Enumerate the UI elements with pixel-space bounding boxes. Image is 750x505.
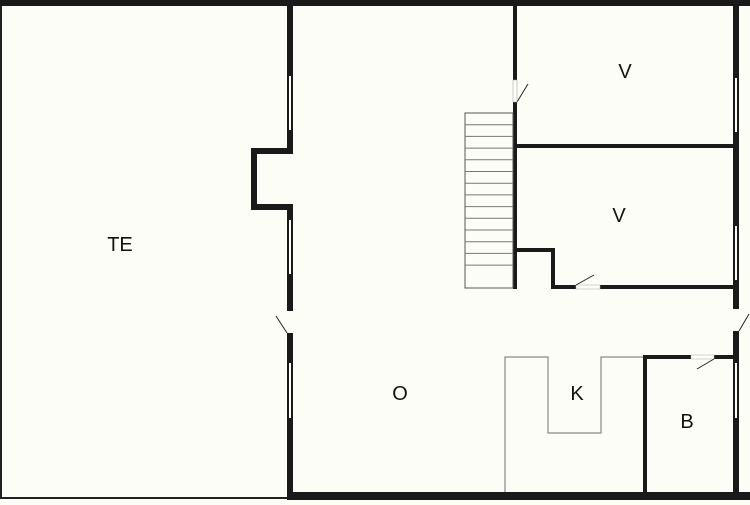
room-label-k: K xyxy=(570,383,584,405)
room-label-te: TE xyxy=(107,234,133,256)
kitchen-counter xyxy=(504,356,643,492)
wall-v-left xyxy=(513,0,517,289)
room-label-v-upper: V xyxy=(618,61,632,83)
wall-v1-v2 xyxy=(513,144,735,148)
wall-v2-bottom xyxy=(515,248,735,289)
room-label-o: O xyxy=(392,383,408,405)
door-swing-te xyxy=(275,315,288,334)
door-swing-v2 xyxy=(575,274,595,286)
room-label-b: B xyxy=(680,411,694,433)
door-swing-b xyxy=(696,358,715,370)
room-label-v-lower: V xyxy=(612,205,626,227)
door-swing-exterior xyxy=(738,313,750,332)
wall-te-o xyxy=(251,0,293,500)
staircase xyxy=(464,112,514,289)
wall-b xyxy=(643,355,735,495)
door-swing-v1 xyxy=(516,83,529,103)
wall-top xyxy=(0,0,750,6)
wall-right xyxy=(733,0,739,500)
wall-bottom xyxy=(287,492,750,500)
room-te-outline xyxy=(0,4,290,499)
